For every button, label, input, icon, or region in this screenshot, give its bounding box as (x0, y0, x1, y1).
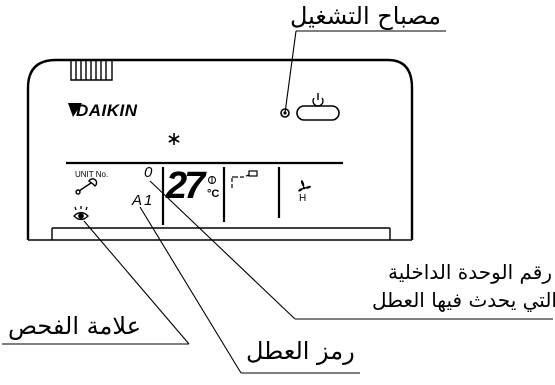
fan-speed-indicator: H (299, 193, 307, 204)
label-unit-number-line2: التي يحدث فيها العطل (372, 288, 555, 312)
power-button[interactable] (296, 105, 340, 121)
label-unit-number-line1: رقم الوحدة الداخلية (388, 260, 553, 284)
daikin-logo-icon (68, 103, 82, 117)
snowflake-icon (168, 133, 180, 145)
unit-number-display: 0 (144, 164, 153, 181)
temperature-display: 27 (166, 165, 205, 207)
brand-logo: DAIKIN (76, 101, 138, 120)
leader-operation-lamp (284, 30, 297, 114)
setpoint-indicator-icon (208, 176, 216, 184)
leader-error-code (139, 206, 242, 374)
temperature-unit: °C (207, 188, 220, 200)
wrench-icon (75, 178, 98, 195)
airflow-direction-icon (231, 170, 258, 188)
leader-unit-number (149, 180, 296, 320)
leader-lines (2, 30, 553, 374)
label-inspection-mark: علامة الفحص (8, 312, 142, 340)
label-error-code: رمز العطل (246, 337, 355, 365)
inspection-eye-icon (73, 206, 89, 221)
leader-inspection-mark (83, 220, 190, 345)
unit-no-label: UNIT No. (75, 170, 109, 179)
ir-grille (70, 60, 113, 81)
remote-body-outline (26, 58, 414, 240)
label-operation-lamp: مصباح التشغيل (290, 2, 441, 30)
power-icon (312, 93, 324, 107)
fan-icon (298, 180, 311, 192)
error-code-display: A1 (132, 192, 155, 209)
